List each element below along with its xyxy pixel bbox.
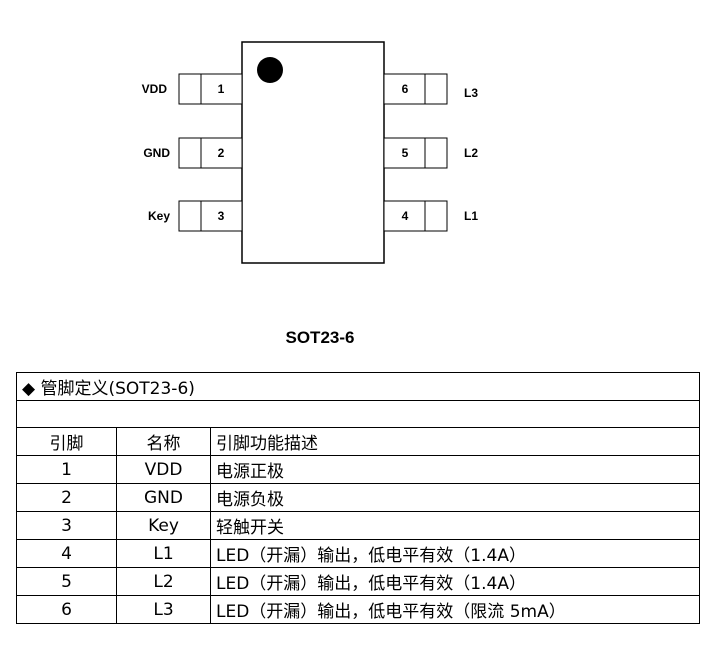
pin1-marker-dot [257, 57, 283, 83]
pin-number: 4 [402, 209, 409, 223]
header-pin: 引脚 [16, 427, 117, 456]
name-cell: GND [116, 483, 211, 512]
description-cell: 轻触开关 [210, 511, 700, 540]
description-cell: LED（开漏）输出，低电平有效（1.4A） [210, 567, 700, 596]
name-cell: L3 [116, 595, 211, 624]
table-header-row: 引脚 名称 引脚功能描述 [16, 427, 700, 456]
pin-number: 2 [218, 146, 225, 160]
left-pin-2: 2 GND [143, 137, 243, 169]
right-pin-6: 6 L3 [383, 73, 478, 105]
description-cell: LED（开漏）输出，低电平有效（限流 5mA） [210, 595, 700, 624]
pin-name: L2 [464, 146, 478, 160]
diamond-bullet-icon: ◆ [22, 379, 36, 399]
table-title: ◆ 管脚定义(SOT23-6) [16, 372, 700, 401]
pin-name: VDD [142, 82, 168, 96]
table-row: 1 VDD 电源正极 [16, 455, 700, 484]
name-cell: VDD [116, 455, 211, 484]
header-name: 名称 [116, 427, 211, 456]
pin-number: 1 [218, 82, 225, 96]
pin-cell: 2 [16, 483, 117, 512]
pin-cell: 1 [16, 455, 117, 484]
table-row: 4 L1 LED（开漏）输出，低电平有效（1.4A） [16, 539, 700, 568]
package-diagram: 1 VDD 2 GND 3 Key 6 L3 5 L2 4 L1 [142, 41, 478, 264]
table-row: 2 GND 电源负极 [16, 483, 700, 512]
pin-number: 5 [402, 146, 409, 160]
pin-cell: 4 [16, 539, 117, 568]
pin-number: 6 [402, 82, 409, 96]
pin-cell: 3 [16, 511, 117, 540]
pin-name: Key [148, 209, 170, 223]
description-cell: 电源正极 [210, 455, 700, 484]
description-cell: LED（开漏）输出，低电平有效（1.4A） [210, 539, 700, 568]
table-row: 6 L3 LED（开漏）输出，低电平有效（限流 5mA） [16, 595, 700, 624]
package-caption: SOT23-6 [285, 328, 355, 347]
pin-definition-table: ◆ 管脚定义(SOT23-6) 引脚 名称 引脚功能描述 1 VDD 电源正极 … [16, 372, 700, 624]
name-cell: L1 [116, 539, 211, 568]
pin-name: L1 [464, 209, 478, 223]
left-pin-3: 3 Key [148, 200, 243, 232]
pin-cell: 5 [16, 567, 117, 596]
left-pin-1: 1 VDD [142, 73, 243, 105]
pin-name: GND [143, 146, 170, 160]
pin-name: L3 [464, 86, 478, 100]
table-title-row: ◆ 管脚定义(SOT23-6) [16, 372, 700, 401]
table-blank-row [16, 400, 700, 428]
table-row: 5 L2 LED（开漏）输出，低电平有效（1.4A） [16, 567, 700, 596]
table-title-text: 管脚定义(SOT23-6) [40, 379, 195, 399]
right-pin-5: 5 L2 [383, 137, 478, 169]
description-cell: 电源负极 [210, 483, 700, 512]
name-cell: Key [116, 511, 211, 540]
header-description: 引脚功能描述 [210, 427, 700, 456]
pin-number: 3 [218, 209, 225, 223]
right-pin-4: 4 L1 [383, 200, 478, 232]
table-row: 3 Key 轻触开关 [16, 511, 700, 540]
pin-cell: 6 [16, 595, 117, 624]
name-cell: L2 [116, 567, 211, 596]
